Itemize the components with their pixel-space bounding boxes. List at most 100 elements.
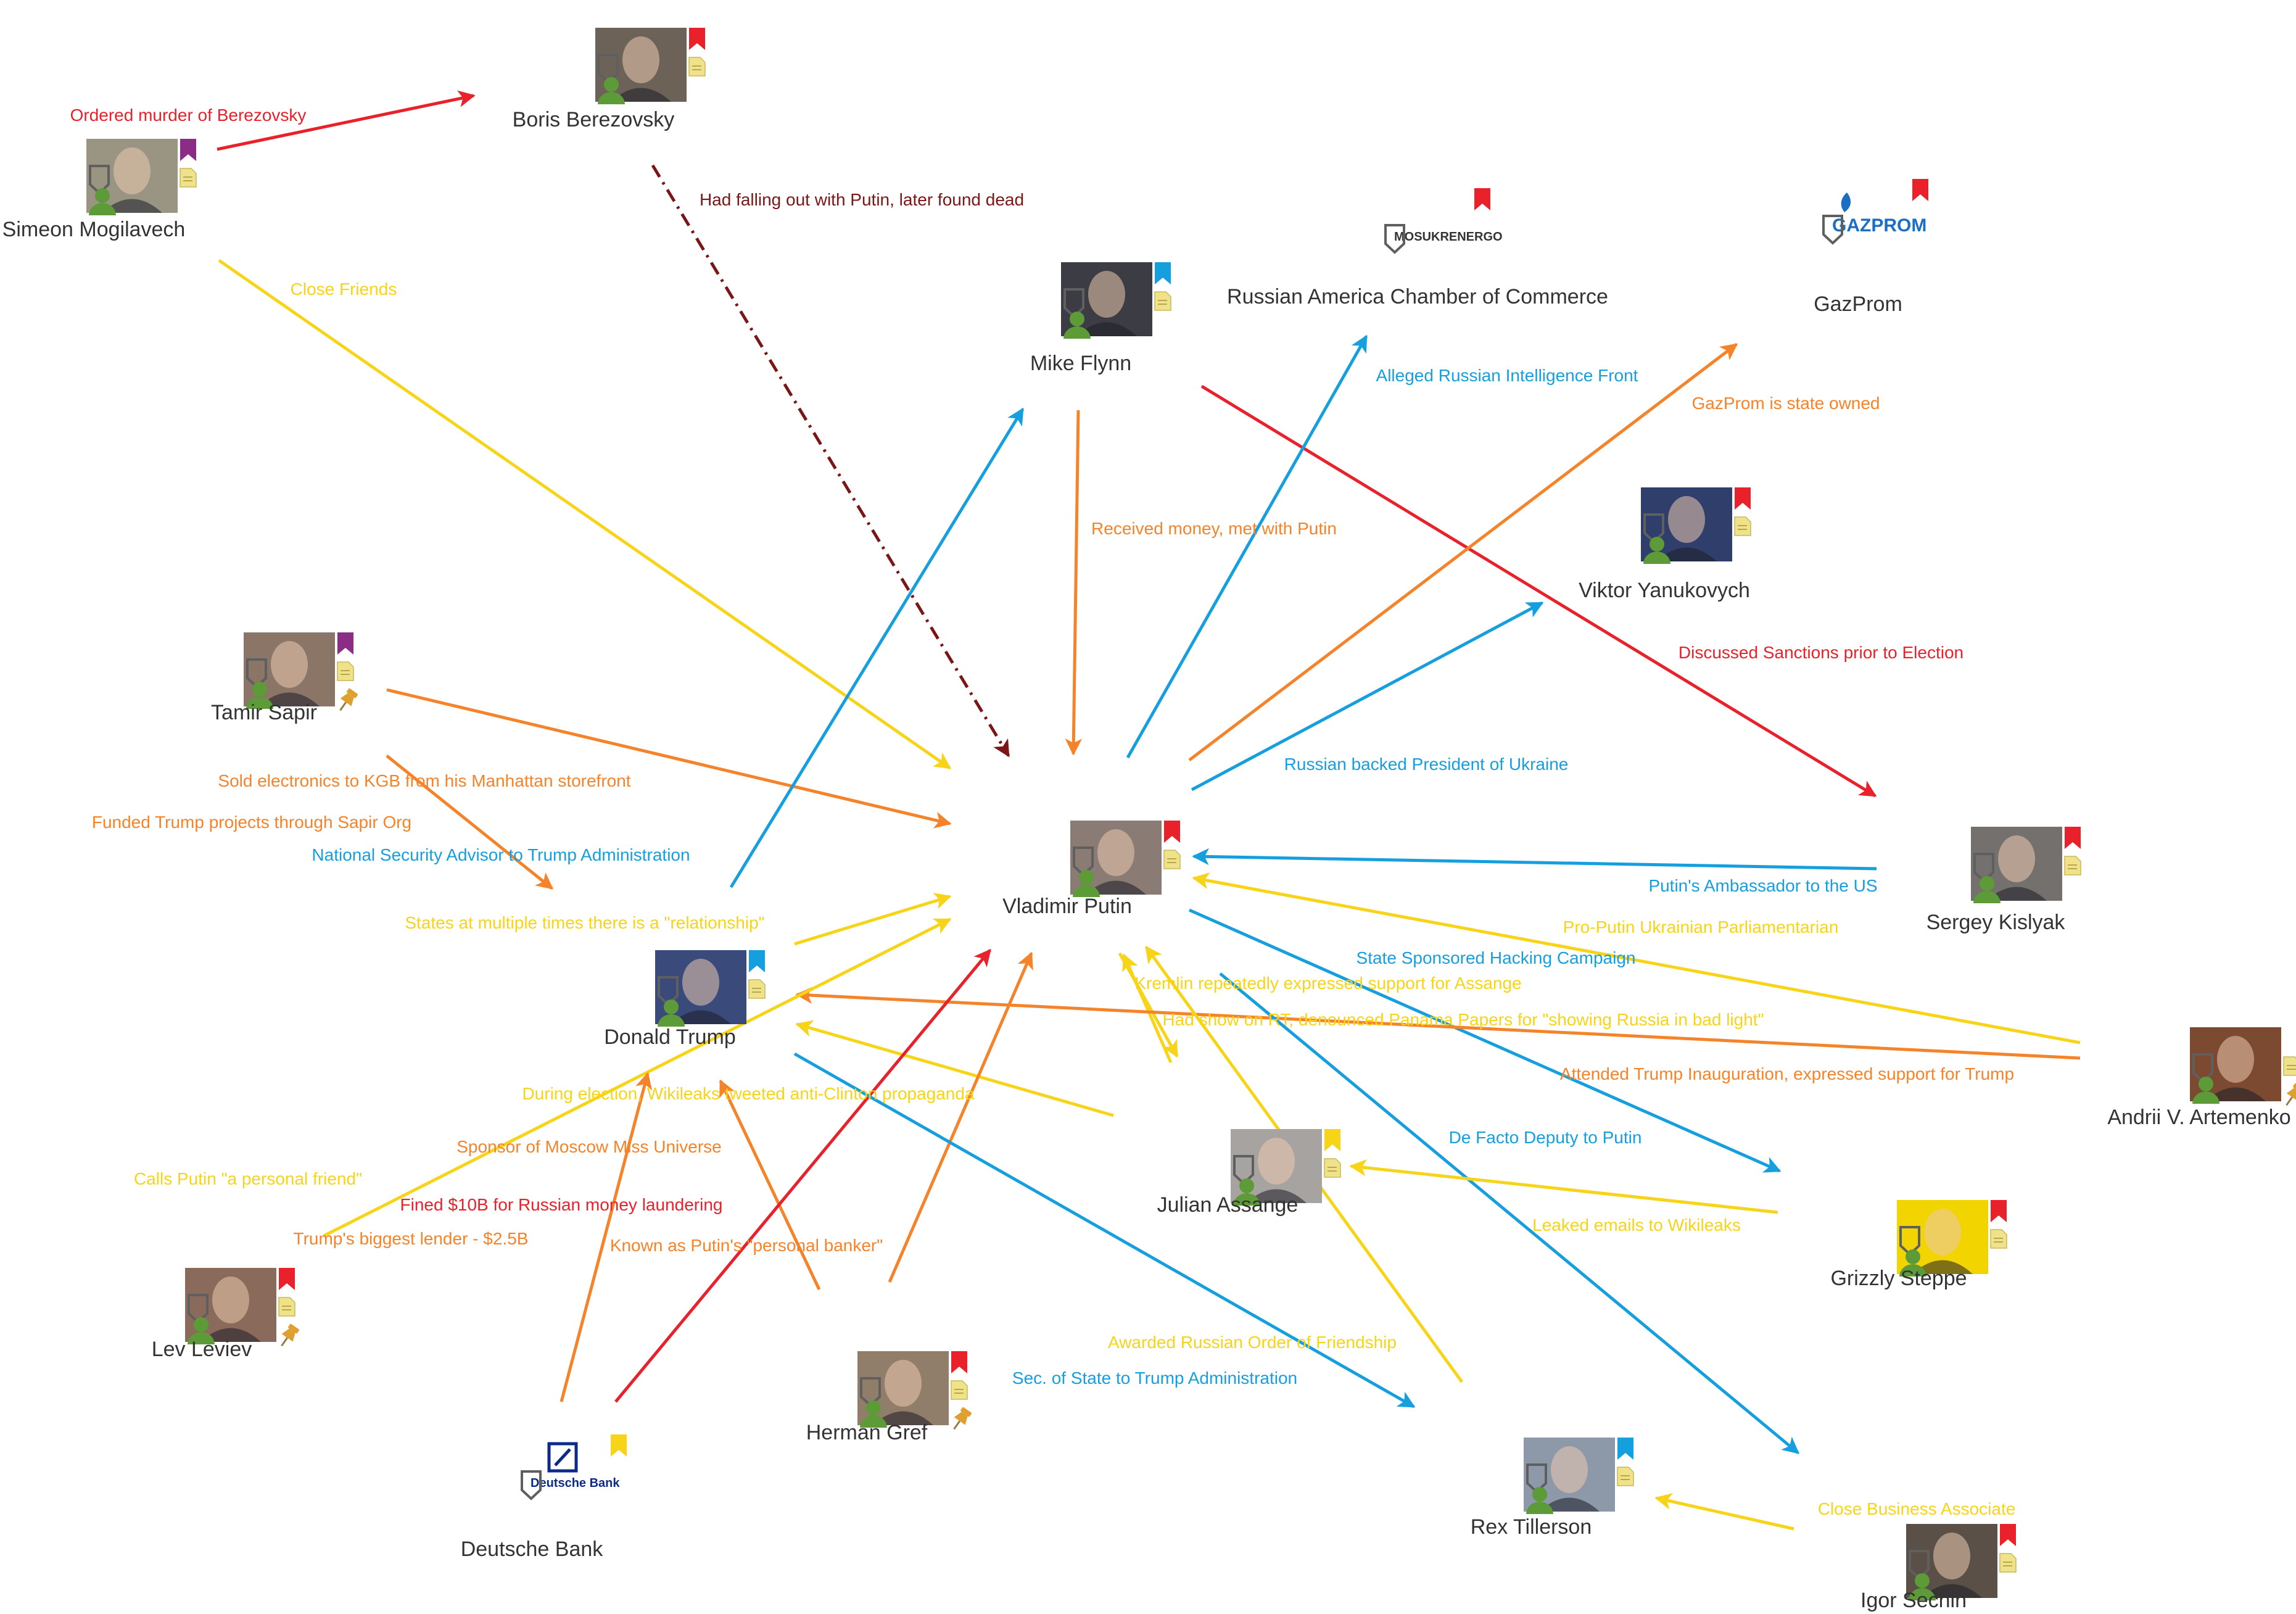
edge-label-e2[interactable]: Had falling out with Putin, later found … [700,190,1024,209]
edge-gref-to-putin[interactable] [888,951,1033,1283]
node-label-assange[interactable]: Julian Assange [1157,1193,1299,1217]
node-label-trump[interactable]: Donald Trump [604,1025,736,1049]
edge-label-e1[interactable]: Ordered murder of Berezovsky [70,106,307,125]
edge-label-e16[interactable]: Kremlin repeatedly expressed support for… [1134,974,1521,993]
edge-label-e21[interactable]: Sponsor of Moscow Miss Universe [456,1137,721,1156]
node-label-putin[interactable]: Vladimir Putin [1002,895,1132,918]
edge-mogilavech-to-putin[interactable] [218,259,952,770]
edge-label-e18[interactable]: Attended Trump Inauguration, expressed s… [1560,1064,2014,1083]
edge-label-e24[interactable]: Trump's biggest lender - $2.5B [294,1229,529,1248]
edge-leviev-to-putin[interactable] [323,917,952,1238]
edge-label-e23[interactable]: Fined $10B for Russian money laundering [400,1195,723,1214]
edge-label-e7[interactable]: GazProm is state owned [1691,394,1880,413]
edge-putin-to-yanukovych[interactable] [1191,601,1544,792]
node-gazprom[interactable]: GAZPROM GazProm [1814,179,1928,316]
node-berezovsky[interactable]: Boris Berezovsky [513,28,706,131]
node-yanukovych[interactable]: Viktor Yanukovych [1579,487,1751,602]
node-mogilavech[interactable]: Simeon Mogilavech [2,139,197,241]
node-sechin[interactable]: Igor Sechin [1860,1524,2017,1612]
org-logo-gazprom: GAZPROM [1832,215,1926,236]
edge-putin-to-sechin[interactable] [1219,972,1800,1454]
flag-icon [611,1434,627,1457]
node-label-grizzly[interactable]: Grizzly Steppe [1830,1267,1967,1290]
node-flynn[interactable]: Mike Flynn [1030,262,1171,375]
edge-mogilavech-to-berezovsky[interactable] [217,90,476,151]
person-icon [598,77,625,104]
node-label-deutsche[interactable]: Deutsche Bank [461,1537,604,1561]
node-label-gref[interactable]: Herman Gref [806,1421,928,1444]
gazprom-flame-icon [1841,192,1851,212]
edge-gref-to-trump[interactable] [719,1079,821,1291]
edge-trump-to-tillerson[interactable] [793,1052,1416,1409]
node-label-sapir[interactable]: Tamir Sapir [211,701,317,724]
node-label-tillerson[interactable]: Rex Tillerson [1471,1515,1592,1539]
node-label-mogilavech[interactable]: Simeon Mogilavech [2,218,186,241]
edge-sapir-to-trump[interactable] [386,755,554,890]
edge-label-e15[interactable]: State Sponsored Hacking Campaign [1357,948,1636,967]
edge-label-e28[interactable]: Sec. of State to Trump Administration [1012,1368,1297,1388]
edge-label-e4[interactable]: Received money, met with Putin [1091,519,1337,538]
edge-label-e22[interactable]: Calls Putin "a personal friend" [134,1169,362,1188]
note-icon [2064,856,2081,875]
edge-sechin-to-tillerson[interactable] [1654,1492,1794,1531]
edge-label-e19[interactable]: De Facto Deputy to Putin [1449,1128,1642,1147]
node-label-artemenko[interactable]: Andrii V. Artemenko [2107,1106,2290,1129]
edge-deutsche-to-putin[interactable] [614,948,991,1403]
edge-berezovsky-to-putin[interactable] [651,164,1010,758]
edge-label-e3[interactable]: Close Friends [291,279,397,299]
portrait-face [1933,1533,1970,1579]
node-label-leviev[interactable]: Lev Leviev [152,1338,252,1361]
node-label-yanukovych[interactable]: Viktor Yanukovych [1579,579,1750,602]
edge-label-e9[interactable]: Sold electronics to KGB from his Manhatt… [218,771,630,790]
node-tillerson[interactable]: Rex Tillerson [1471,1438,1634,1539]
edge-label-e13[interactable]: Putin's Ambassador to the US [1648,876,1877,895]
node-label-flynn[interactable]: Mike Flynn [1030,352,1131,375]
node-label-berezovsky[interactable]: Boris Berezovsky [513,108,675,131]
node-label-sechin[interactable]: Igor Sechin [1860,1589,1967,1612]
edge-label-e5[interactable]: Discussed Sanctions prior to Election [1679,643,1964,662]
edge-putin-to-gazprom[interactable] [1188,343,1738,761]
edge-flynn-to-kislyak[interactable] [1200,384,1877,798]
edge-label-e29[interactable]: Close Business Associate [1818,1499,2016,1518]
edge-trump-to-flynn[interactable] [729,407,1025,888]
person-icon [860,1401,887,1428]
node-gref[interactable]: Herman Gref [806,1351,973,1444]
edge-assange-to-trump[interactable] [795,1020,1114,1117]
portrait-face [1258,1138,1295,1185]
edge-putin-to-grizzly[interactable] [1188,908,1782,1173]
edge-grizzly-to-assange[interactable] [1349,1159,1778,1214]
edge-trump-to-putin[interactable] [794,893,952,946]
edge-flynn-to-putin[interactable] [1065,410,1083,756]
edge-assange-to-putin[interactable] [1122,953,1173,1064]
edge-label-e10[interactable]: Funded Trump projects through Sapir Org [92,813,411,832]
edge-kislyak-to-putin[interactable] [1192,848,1877,871]
node-assange[interactable]: Julian Assange [1157,1129,1341,1217]
node-trump[interactable]: Donald Trump [604,950,766,1049]
node-label-kislyak[interactable]: Sergey Kislyak [1926,911,2066,934]
edge-label-e27[interactable]: Awarded Russian Order of Friendship [1108,1333,1397,1352]
node-leviev[interactable]: Lev Leviev [152,1268,301,1361]
edge-deutsche-to-trump[interactable] [560,1072,652,1402]
edge-sapir-to-putin[interactable] [386,688,952,829]
node-grizzly[interactable]: Grizzly Steppe [1830,1200,2007,1290]
node-artemenko[interactable]: Andrii V. Artemenko [2107,1027,2296,1129]
edge-label-e6[interactable]: Alleged Russian Intelligence Front [1376,366,1638,385]
edge-label-e8[interactable]: Russian backed President of Ukraine [1284,755,1569,774]
node-putin[interactable]: Vladimir Putin [1002,821,1181,918]
edge-label-e12[interactable]: States at multiple times there is a "rel… [405,913,764,932]
node-sapir[interactable]: Tamir Sapir [211,632,359,724]
node-kislyak[interactable]: Sergey Kislyak [1926,827,2081,934]
edge-label-e26[interactable]: Leaked emails to Wikileaks [1532,1215,1741,1235]
edge-artemenko-to-trump[interactable] [795,987,2081,1060]
edge-putin-to-racc[interactable] [1126,334,1368,759]
edge-label-e11[interactable]: National Security Advisor to Trump Admin… [312,845,690,864]
node-label-racc[interactable]: Russian America Chamber of Commerce [1227,285,1608,308]
edge-label-e25[interactable]: Known as Putin's "personal banker" [610,1236,883,1255]
edge-artemenko-to-putin[interactable] [1192,872,2081,1045]
node-label-gazprom[interactable]: GazProm [1814,292,1902,316]
edge-label-e20[interactable]: During election, Wikileaks tweeted anti-… [522,1084,975,1103]
edge-label-e17[interactable]: Had show on RT, denounced Panama Papers … [1162,1010,1764,1029]
edge-label-e14[interactable]: Pro-Putin Ukrainian Parliamentarian [1563,917,1839,937]
